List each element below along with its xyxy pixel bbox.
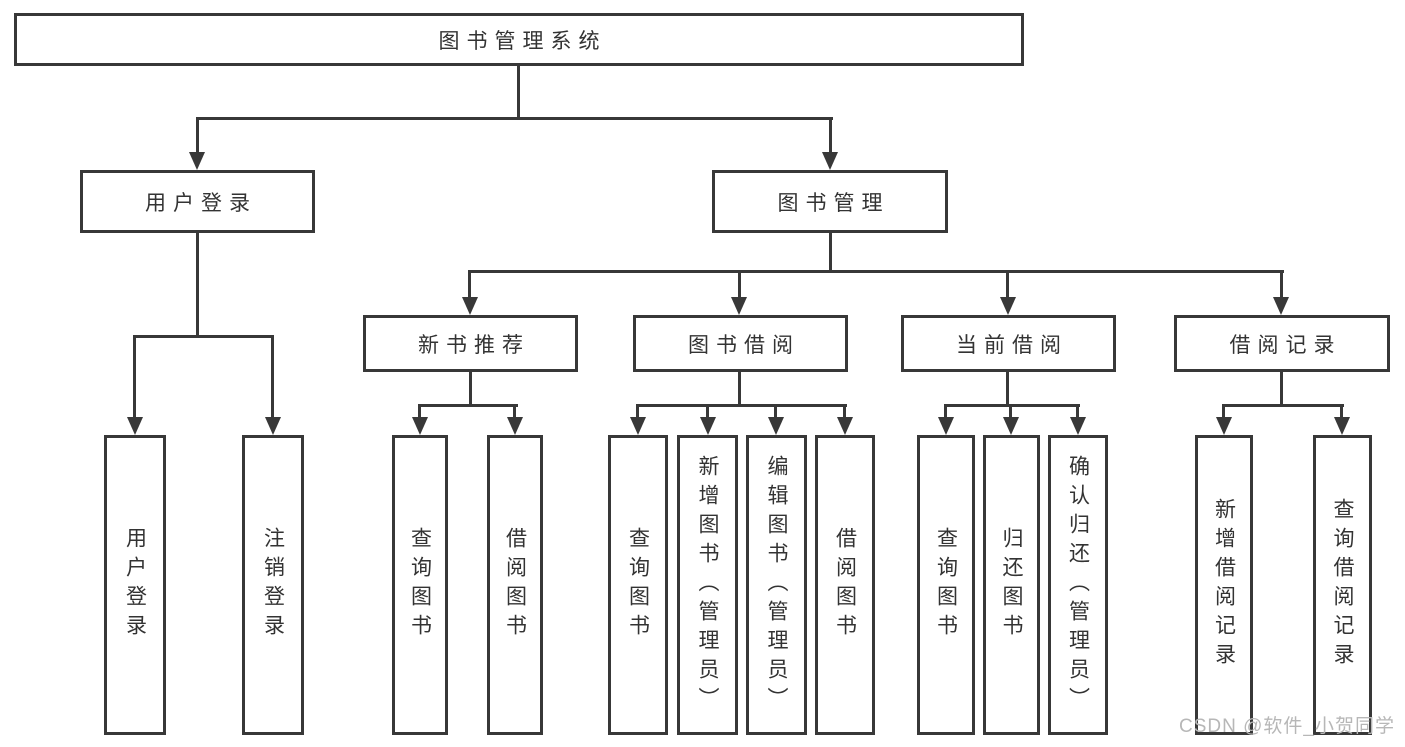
- connector-line: [1009, 404, 1012, 418]
- leaf-confirm-return-admin: 确认归还（管理员）: [1048, 435, 1108, 735]
- connector-line: [468, 270, 1284, 273]
- connector-arrowhead: [507, 417, 523, 435]
- connector-line: [1076, 404, 1079, 418]
- leaf-borrow-books-recommend: 借阅图书: [487, 435, 543, 735]
- connector-arrowhead: [1003, 417, 1019, 435]
- connector-line: [829, 233, 832, 272]
- node-user-login: 用户登录: [80, 170, 315, 233]
- connector-line: [1006, 270, 1009, 299]
- leaf-query-books-recommend: 查询图书: [392, 435, 448, 735]
- connector-line: [196, 117, 833, 120]
- connector-line: [271, 335, 274, 417]
- connector-line: [468, 270, 471, 299]
- connector-arrowhead: [189, 152, 205, 170]
- connector-arrowhead: [1334, 417, 1350, 435]
- connector-line: [738, 270, 741, 299]
- connector-arrowhead: [1216, 417, 1232, 435]
- connector-arrowhead: [630, 417, 646, 435]
- leaf-logout: 注销登录: [242, 435, 304, 735]
- connector-arrowhead: [1070, 417, 1086, 435]
- connector-line: [944, 404, 1080, 407]
- connector-line: [1222, 404, 1225, 418]
- connector-line: [738, 372, 741, 406]
- connector-line: [636, 404, 847, 407]
- connector-line: [774, 404, 777, 418]
- connector-arrowhead: [938, 417, 954, 435]
- connector-arrowhead: [822, 152, 838, 170]
- connector-line: [1280, 372, 1283, 406]
- connector-line: [706, 404, 709, 418]
- connector-arrowhead: [700, 417, 716, 435]
- node-new-book-recommendation: 新书推荐: [363, 315, 578, 372]
- connector-line: [513, 404, 516, 418]
- connector-line: [829, 117, 832, 154]
- connector-line: [517, 66, 520, 119]
- node-current-borrowing: 当前借阅: [901, 315, 1116, 372]
- connector-line: [1280, 270, 1283, 299]
- connector-arrowhead: [462, 297, 478, 315]
- connector-line: [636, 404, 639, 418]
- connector-line: [1340, 404, 1343, 418]
- connector-line: [469, 372, 472, 406]
- leaf-user-login: 用户登录: [104, 435, 166, 735]
- leaf-edit-book-admin: 编辑图书（管理员）: [746, 435, 807, 735]
- connector-arrowhead: [412, 417, 428, 435]
- connector-arrowhead: [127, 417, 143, 435]
- node-book-borrowing: 图书借阅: [633, 315, 848, 372]
- connector-line: [196, 233, 199, 337]
- leaf-add-borrow-record: 新增借阅记录: [1195, 435, 1253, 735]
- leaf-add-book-admin: 新增图书（管理员）: [677, 435, 738, 735]
- connector-arrowhead: [837, 417, 853, 435]
- connector-line: [418, 404, 518, 407]
- connector-line: [843, 404, 846, 418]
- connector-line: [133, 335, 136, 417]
- leaf-borrow-books: 借阅图书: [815, 435, 875, 735]
- csdn-watermark: CSDN @软件_小贺同学: [1179, 716, 1395, 737]
- connector-line: [1006, 372, 1009, 406]
- connector-arrowhead: [1000, 297, 1016, 315]
- leaf-query-books-borrow: 查询图书: [608, 435, 668, 735]
- connector-line: [196, 117, 199, 154]
- leaf-query-books-current: 查询图书: [917, 435, 975, 735]
- connector-arrowhead: [731, 297, 747, 315]
- connector-arrowhead: [265, 417, 281, 435]
- node-borrowing-records: 借阅记录: [1174, 315, 1390, 372]
- connector-line: [944, 404, 947, 418]
- connector-line: [133, 335, 274, 338]
- leaf-query-borrow-record: 查询借阅记录: [1313, 435, 1372, 735]
- connector-line: [418, 404, 421, 418]
- leaf-return-books: 归还图书: [983, 435, 1040, 735]
- node-library-management-system: 图书管理系统: [14, 13, 1024, 66]
- connector-arrowhead: [1273, 297, 1289, 315]
- connector-line: [1222, 404, 1344, 407]
- connector-arrowhead: [768, 417, 784, 435]
- node-book-management: 图书管理: [712, 170, 948, 233]
